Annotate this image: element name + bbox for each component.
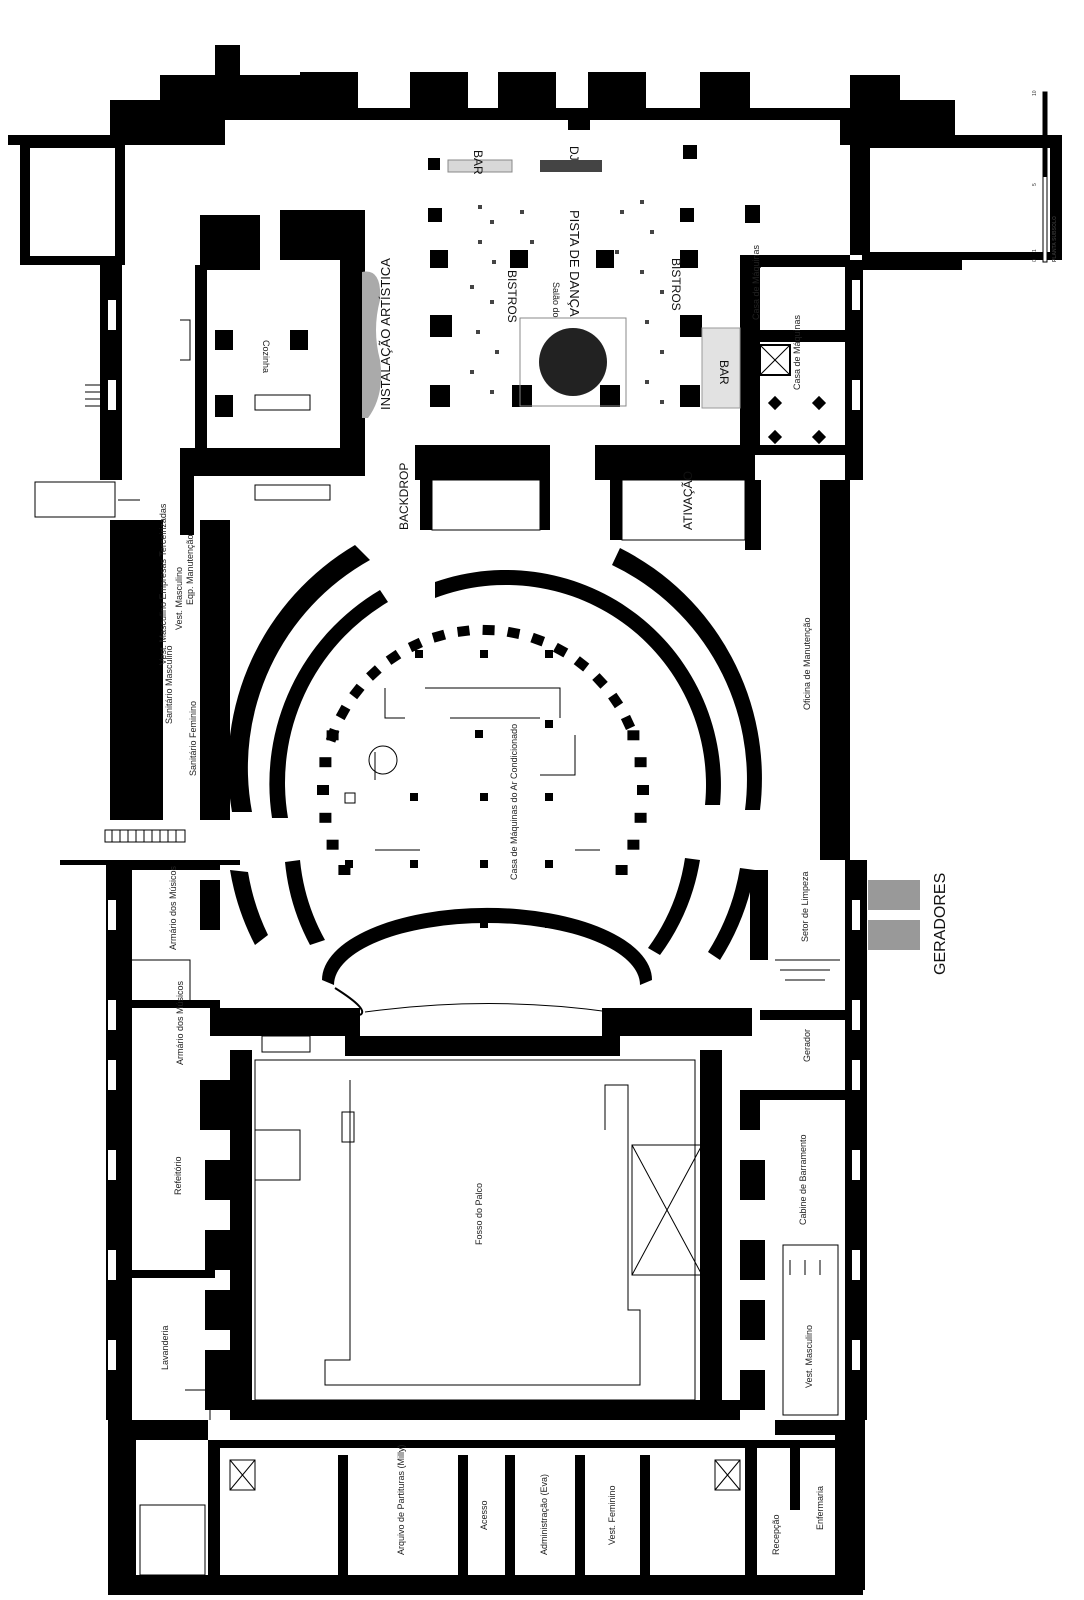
- label-geradores: GERADORES: [932, 873, 949, 975]
- rotunda-pier: [627, 839, 640, 850]
- rotunda-pier: [634, 757, 647, 768]
- middle-row: [34, 475, 761, 550]
- right-wing: [740, 870, 920, 1416]
- rotunda-pier: [431, 629, 447, 643]
- label-vest-masculino-bottom: Vest. Masculino: [804, 1325, 814, 1388]
- rotunda-pier: [592, 673, 608, 689]
- stage-pit: [210, 1008, 752, 1420]
- rotunda-pier: [627, 730, 640, 741]
- rotunda-pier: [456, 625, 471, 637]
- label-backdrop: BACKDROP: [397, 463, 411, 530]
- rotunda-pier: [620, 714, 636, 730]
- scale-tick-0: 0: [1032, 259, 1038, 262]
- rotunda-pier: [319, 812, 332, 823]
- label-casa-ar: Casa de Máquinas do Ar Condicionado: [509, 724, 519, 880]
- rotunda-pier: [615, 865, 628, 875]
- rotunda-pier: [335, 704, 351, 721]
- label-pista: PISTA DE DANÇA: [567, 210, 582, 317]
- label-sanitario-feminino: Sanitário Feminino: [188, 701, 198, 776]
- rotunda-pier: [349, 683, 365, 700]
- scale-bar: 10 5 1 0 PLANTA SUBSOLO: [1032, 90, 1058, 263]
- label-cabine: Cabine de Barramento: [798, 1134, 808, 1225]
- bottom-row: [139, 1440, 838, 1578]
- labels: BAR DJ INSTALAÇÃO ARTÍSTICA BISTROS PIST…: [158, 146, 949, 1555]
- label-lavanderia: Lavanderia: [160, 1325, 170, 1370]
- rotunda-pier: [338, 865, 351, 875]
- label-dj: DJ: [567, 146, 581, 161]
- top-hall: [85, 145, 850, 501]
- label-recepcao: Recepção: [771, 1514, 781, 1555]
- rotunda-pier: [385, 649, 402, 665]
- left-wing: [60, 520, 240, 1420]
- label-vest-feminino: Vest. Feminino: [607, 1485, 617, 1545]
- rotunda-pier: [608, 692, 624, 709]
- rotunda-pier: [482, 624, 495, 636]
- scale-tick-5: 5: [1032, 183, 1038, 186]
- rotunda-pier: [407, 637, 423, 653]
- label-acesso: Acesso: [479, 1500, 489, 1530]
- label-administracao: Administração (Eva): [539, 1474, 549, 1555]
- label-bistros-left: BISTROS: [505, 270, 519, 323]
- rotunda-pier: [366, 665, 382, 681]
- label-vest-masculino-top: Vest. Masculino: [174, 567, 184, 630]
- rotunda-pier: [506, 626, 521, 639]
- label-arquivo: Arquivo de Partituras (Milly): [396, 1444, 406, 1555]
- label-bar-top: BAR: [471, 150, 485, 175]
- label-fosso: Fosso do Palco: [474, 1183, 484, 1245]
- label-eqp-manutencao: Eqp. Manutenção: [185, 534, 195, 605]
- label-casa-maquinas-2: Casa de Máquinas: [792, 314, 802, 390]
- rotunda-pier: [326, 730, 339, 741]
- label-sanitario-masculino: Sanitário Masculino: [164, 645, 174, 724]
- outer-walls: [8, 45, 1062, 1595]
- label-refeitorio: Refeitório: [173, 1156, 183, 1195]
- label-cozinha: Cozinha: [261, 340, 271, 373]
- label-ativacao: ATIVAÇÃO: [681, 471, 695, 530]
- rotunda-pier: [573, 656, 590, 672]
- scale-tick-10: 10: [1032, 90, 1038, 96]
- label-bar-right: BAR: [717, 360, 731, 385]
- scale-tick-1: 1: [1032, 249, 1038, 252]
- label-oficina: Oficina de Manutenção: [802, 617, 812, 710]
- rotunda-pier: [317, 785, 329, 795]
- rotunda-pier: [326, 839, 339, 850]
- label-casa-maquinas-1: Casa de Máquinas: [751, 244, 761, 320]
- label-armario-2: Armário dos Músicos: [175, 980, 185, 1065]
- rotunda-pier: [319, 757, 332, 768]
- rotunda-pier: [552, 642, 569, 658]
- label-salao: Salão do: [551, 282, 561, 318]
- label-armario-1: Armário dos Músicos: [168, 865, 178, 950]
- label-gerador: Gerador: [802, 1029, 812, 1062]
- rotunda-pier: [637, 785, 649, 795]
- rotunda-pier: [530, 632, 546, 647]
- label-bistros-right: BISTROS: [669, 258, 683, 311]
- rotunda-pier: [634, 812, 647, 823]
- label-vest-terceirizadas: Vest. Masculino Empresas Terceirizadas: [158, 503, 168, 665]
- label-enfermaria: Enfermaria: [815, 1486, 825, 1530]
- label-setor-limpeza: Setor de Limpeza: [800, 871, 810, 942]
- scale-title: PLANTA SUBSOLO: [1052, 216, 1058, 262]
- label-instalacao: INSTALAÇÃO ARTÍSTICA: [378, 258, 393, 410]
- rotunda: [228, 545, 762, 1016]
